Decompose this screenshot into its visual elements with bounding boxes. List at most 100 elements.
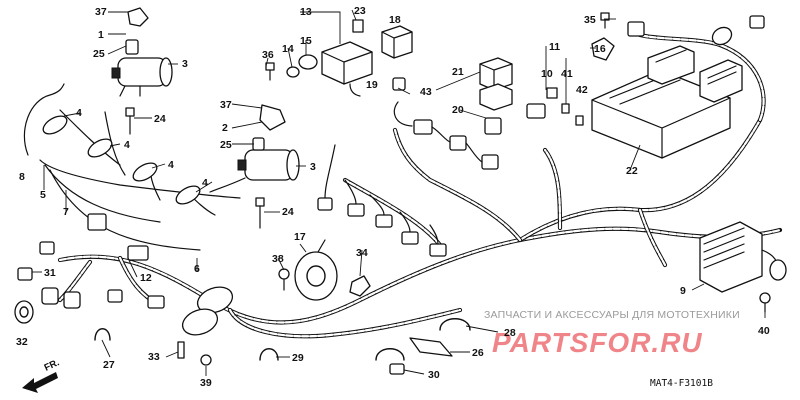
callout-39: 39 [200, 377, 212, 389]
direction-label: FR. [43, 357, 62, 373]
clamp-27 [94, 328, 111, 341]
watermark: ЗАПЧАСТИ И АКСЕССУАРЫ ДЛЯ МОТОТЕХНИКИ PA… [484, 309, 740, 358]
clamp-28 [439, 318, 471, 331]
bolt-39 [200, 354, 212, 366]
callout-43: 43 [420, 86, 432, 98]
callout-26: 26 [472, 347, 484, 359]
main-wire-harness [57, 32, 783, 339]
callout-7: 7 [63, 206, 69, 218]
callout-37b: 37 [220, 99, 232, 111]
callout-3a: 3 [182, 58, 188, 70]
bolt-24-upper [125, 107, 135, 135]
callout-34: 34 [356, 247, 368, 259]
callout-42: 42 [576, 84, 588, 96]
callout-38: 38 [272, 253, 284, 265]
bolt-40 [759, 292, 771, 313]
callout-33: 33 [148, 351, 160, 363]
callout-3b: 3 [310, 161, 316, 173]
grommet-32 [14, 300, 34, 324]
relay-18 [381, 25, 413, 59]
bolt-38 [278, 268, 290, 291]
coil-bracket-upper [125, 7, 149, 55]
callout-12: 12 [140, 272, 152, 284]
callout-41: 41 [561, 68, 573, 80]
upper-ignition-coil [111, 57, 173, 97]
callout-29: 29 [292, 352, 304, 364]
plug-cap-1 [42, 115, 68, 135]
callout-13: 13 [300, 6, 312, 18]
callout-6: 6 [194, 263, 200, 275]
callout-22: 22 [626, 165, 638, 177]
clamp-30 [375, 348, 405, 375]
callout-4b: 4 [124, 139, 130, 151]
callout-5: 5 [40, 189, 46, 201]
callout-16: 16 [594, 43, 606, 55]
left-connector-cluster [17, 213, 165, 309]
callout-35: 35 [584, 14, 596, 26]
coil-bracket-lower [252, 104, 286, 151]
clamp-33 [177, 341, 185, 359]
plug-cap-4 [175, 185, 201, 205]
fuse-23 [352, 19, 364, 33]
callout-15: 15 [300, 35, 312, 47]
front-direction-arrow: FR. [22, 357, 61, 393]
fuse-box-11 [526, 87, 584, 126]
sensor-16 [591, 37, 615, 61]
callout-9: 9 [680, 285, 686, 297]
callout-37a: 37 [95, 6, 107, 18]
rubber-mount-15 [298, 54, 318, 70]
callout-24a: 24 [154, 113, 166, 125]
bolt-36 [265, 62, 275, 81]
callout-27: 27 [103, 359, 115, 371]
callout-2: 2 [222, 122, 228, 134]
fuel-injector-leads [181, 286, 234, 336]
connector-top-right [627, 15, 765, 46]
callout-30: 30 [428, 369, 440, 381]
callout-40: 40 [758, 325, 770, 337]
callout-32: 32 [16, 336, 28, 348]
callout-18: 18 [389, 14, 401, 26]
relay-19 [392, 77, 406, 91]
arrow-icon [22, 372, 58, 393]
callout-24b: 24 [282, 206, 294, 218]
plug-cap-2 [87, 138, 113, 158]
callout-4a: 4 [76, 107, 82, 119]
clamp-26 [409, 337, 453, 357]
bolt-24-lower [255, 197, 265, 229]
harness-connectors-center [317, 144, 447, 257]
callout-4d: 4 [202, 177, 208, 189]
callout-28: 28 [504, 327, 516, 339]
callout-17: 17 [294, 231, 306, 243]
plug-cap-3 [132, 162, 158, 182]
lower-ignition-coil [209, 149, 300, 193]
callout-4c: 4 [168, 159, 174, 171]
callout-1: 1 [98, 29, 104, 41]
callout-31: 31 [44, 267, 56, 279]
watermark-tagline: ЗАПЧАСТИ И АКСЕССУАРЫ ДЛЯ МОТОТЕХНИКИ [484, 309, 740, 321]
callout-8: 8 [19, 171, 25, 183]
clip-34 [349, 275, 371, 297]
callout-19: 19 [366, 79, 378, 91]
ecu-connectors [647, 45, 743, 103]
watermark-brand: PARTSFOR.RU [492, 327, 703, 358]
relay-box-13 [321, 41, 373, 97]
clamp-29 [259, 348, 279, 361]
regulator-rectifier-9 [699, 221, 787, 293]
horn-17 [294, 239, 338, 301]
callout-25b: 25 [220, 139, 232, 151]
diagram-code: MAT4-F3101B [650, 378, 713, 389]
callout-23: 23 [354, 5, 366, 17]
relay-connector-cluster-43 [393, 101, 499, 170]
relay-21 [479, 57, 513, 111]
callout-10: 10 [541, 68, 553, 80]
callout-20: 20 [452, 104, 464, 116]
callout-11: 11 [549, 41, 560, 53]
callout-numbers: 37 1 25 3 4 24 4 4 4 8 5 7 37 2 25 3 24 … [16, 5, 770, 389]
bolt-35 [600, 12, 610, 29]
callout-25a: 25 [93, 48, 105, 60]
leader-lines [32, 9, 766, 376]
callout-21: 21 [452, 66, 464, 78]
callout-36: 36 [262, 49, 274, 61]
grommet-14 [286, 66, 300, 78]
